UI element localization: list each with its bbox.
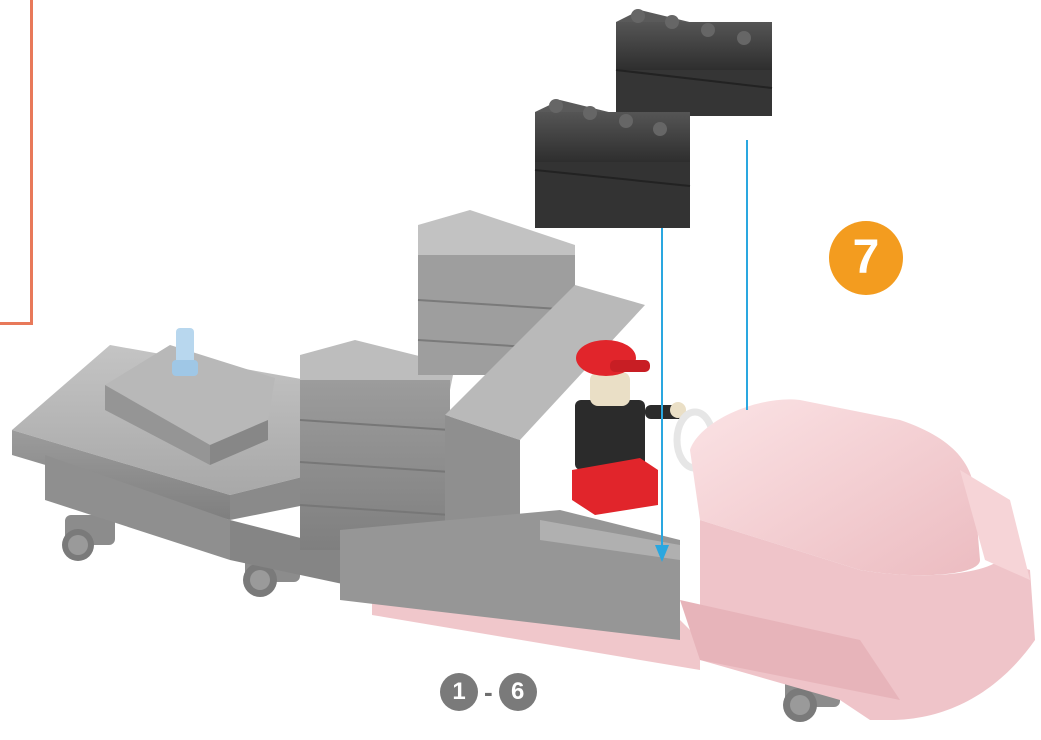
previous-steps-range: 1 - 6 — [440, 672, 537, 712]
range-start-badge: 1 — [440, 673, 478, 711]
rear-wheel-left — [62, 515, 115, 561]
range-separator: - — [484, 677, 493, 708]
step-number-badge: 7 — [829, 221, 903, 295]
placement-arrow-front — [655, 228, 669, 562]
new-brick-back — [616, 9, 772, 116]
minifigure-driver — [572, 340, 686, 515]
new-brick-front — [535, 99, 690, 228]
range-end-badge: 6 — [499, 673, 537, 711]
pink-hood — [680, 399, 1035, 720]
